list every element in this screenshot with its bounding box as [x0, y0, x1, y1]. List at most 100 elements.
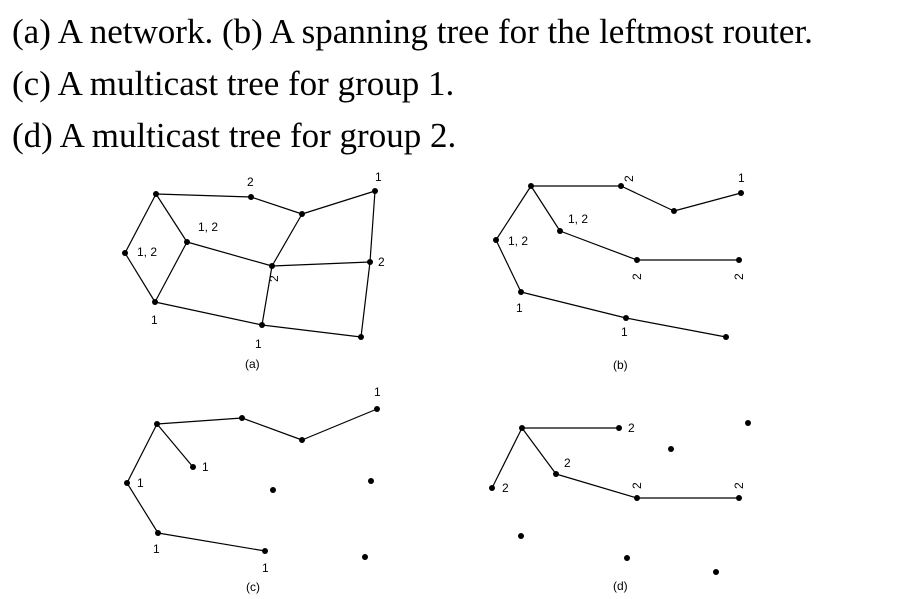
edge	[301, 190, 376, 215]
router-node	[489, 485, 495, 491]
edge	[156, 423, 194, 468]
edge	[495, 185, 532, 241]
edge	[156, 417, 243, 425]
edge	[360, 261, 371, 338]
router-node	[239, 415, 245, 421]
panel-a-network: 1, 2 1, 2 2 1 2 2 1 1 (a)	[122, 170, 385, 371]
edge	[625, 317, 727, 338]
router-node	[270, 487, 276, 493]
router-node	[736, 257, 742, 263]
router-node	[736, 495, 742, 501]
router-node	[374, 406, 380, 412]
router-node	[616, 425, 622, 431]
edge	[155, 193, 252, 198]
node-label: 2	[630, 482, 644, 489]
router-node	[671, 208, 677, 214]
edge	[491, 427, 523, 489]
edge	[530, 185, 561, 232]
caption-network-and-spanning-tree: (a) A network. (b) A spanning tree for t…	[12, 12, 813, 51]
edge	[620, 185, 675, 212]
router-node	[553, 471, 559, 477]
caption-multicast-group-2: (d) A multicast tree for group 2.	[12, 116, 457, 155]
edge	[261, 324, 362, 338]
edge	[261, 265, 273, 326]
node-label: 2	[622, 175, 636, 182]
router-node	[259, 322, 265, 328]
node-label: 1	[374, 385, 381, 399]
edge	[186, 241, 273, 267]
edge	[495, 239, 522, 293]
router-node	[184, 239, 190, 245]
edge	[559, 230, 638, 261]
node-label: 1	[153, 542, 160, 556]
router-node	[124, 480, 130, 486]
router-node	[668, 446, 674, 452]
router-node	[557, 228, 563, 234]
router-node	[153, 191, 159, 197]
node-label: 2	[564, 456, 571, 470]
edge	[124, 252, 156, 303]
edge	[555, 473, 638, 499]
node-label: 2	[247, 175, 254, 189]
router-node	[518, 289, 524, 295]
router-node	[618, 183, 624, 189]
router-node	[634, 495, 640, 501]
node-label: 2	[628, 421, 635, 435]
router-node	[624, 555, 630, 561]
router-node	[634, 257, 640, 263]
edge	[126, 423, 158, 484]
node-label: 1, 2	[568, 212, 588, 226]
node-label: 2	[267, 275, 281, 282]
edge	[369, 190, 376, 263]
edge	[301, 408, 378, 441]
node-label: 1	[621, 325, 628, 339]
caption-multicast-group-1: (c) A multicast tree for group 1.	[12, 64, 455, 103]
node-label: 2	[732, 273, 746, 280]
node-label: 2	[732, 482, 746, 489]
node-label: 1, 2	[198, 220, 218, 234]
node-label: 1	[137, 476, 144, 490]
edge	[250, 196, 303, 215]
router-node	[155, 530, 161, 536]
edge	[673, 192, 742, 212]
node-label: 1, 2	[137, 245, 157, 259]
node-label: 2	[378, 255, 385, 269]
router-node	[299, 437, 305, 443]
router-node	[745, 420, 751, 426]
router-node	[367, 259, 373, 265]
panel-b-spanning-tree: 1, 2 1, 2 2 1 2 2 1 1 (b)	[493, 171, 746, 372]
node-label: 1	[516, 301, 523, 315]
edge	[157, 532, 266, 552]
edge	[154, 241, 188, 303]
router-node	[269, 263, 275, 269]
panel-label-c: (c)	[246, 580, 260, 594]
panel-c-multicast-group-1: 1 1 1 1 1 (c)	[124, 385, 381, 594]
edge	[124, 193, 157, 254]
node-label: 1, 2	[508, 234, 528, 248]
router-node	[518, 533, 524, 539]
router-node	[738, 190, 744, 196]
router-node	[519, 425, 525, 431]
node-label: 1	[202, 460, 209, 474]
router-node	[358, 334, 364, 340]
node-label: 1	[375, 170, 382, 184]
router-node	[368, 478, 374, 484]
router-node	[190, 464, 196, 470]
router-node	[372, 188, 378, 194]
router-node	[362, 554, 368, 560]
node-label: 1	[151, 313, 158, 327]
edge	[154, 301, 263, 326]
edge	[155, 193, 188, 243]
router-node	[152, 299, 158, 305]
panel-label-d: (d)	[613, 579, 628, 593]
router-node	[493, 237, 499, 243]
edge	[271, 213, 303, 267]
edge	[271, 261, 371, 267]
edge	[126, 482, 159, 534]
router-node	[299, 211, 305, 217]
edge	[520, 291, 627, 319]
router-node	[713, 569, 719, 575]
node-label: 1	[255, 337, 262, 351]
router-node	[623, 315, 629, 321]
